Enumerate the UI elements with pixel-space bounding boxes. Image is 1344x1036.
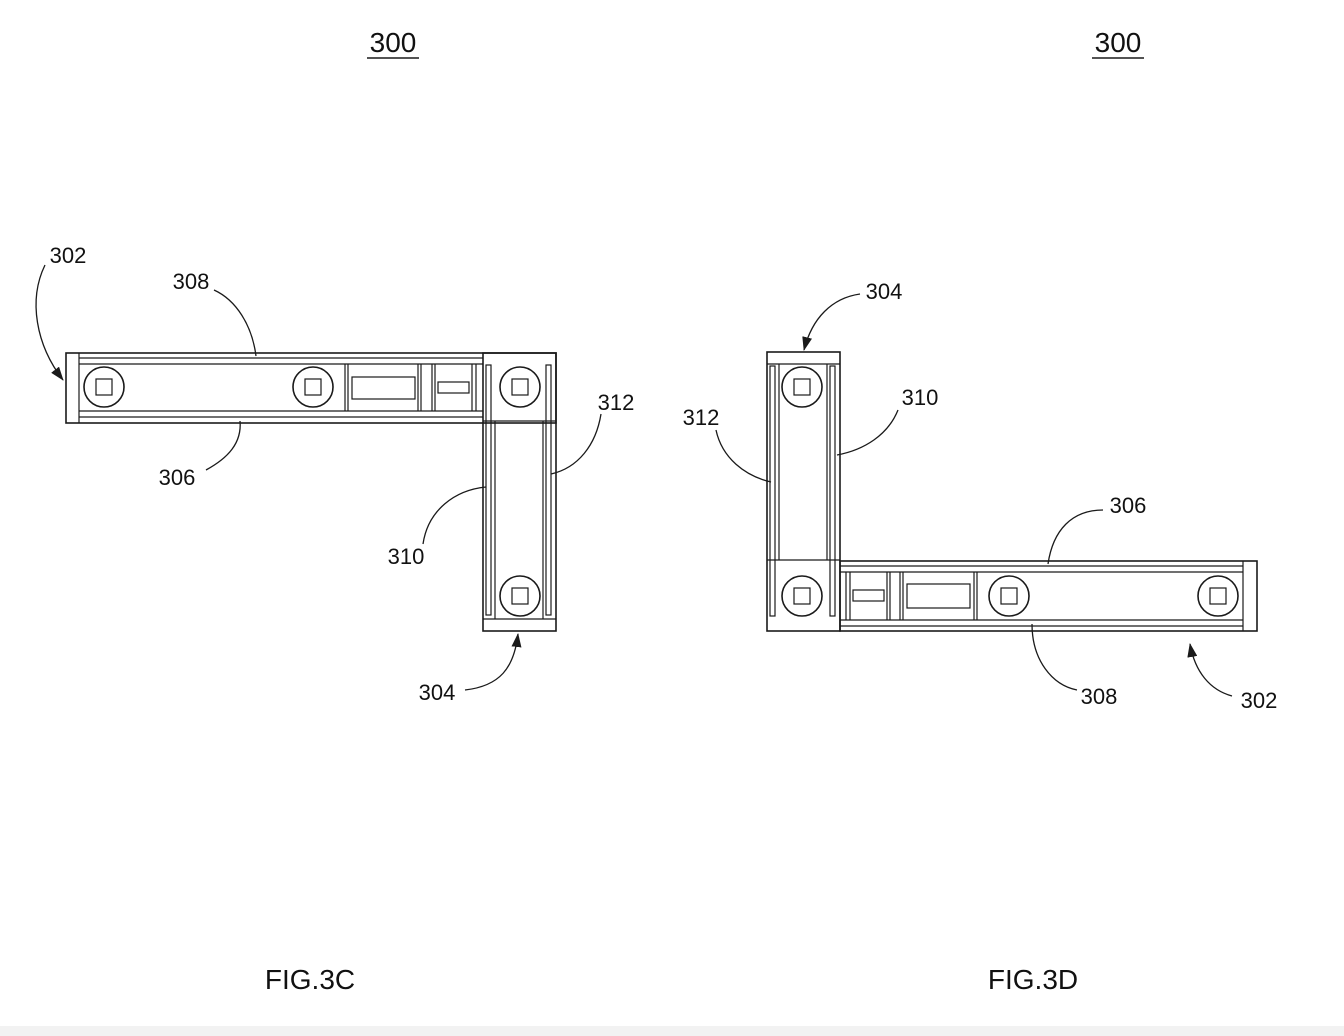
label-302: 302 [1241, 688, 1278, 713]
label-306: 306 [1110, 493, 1147, 518]
label-308: 308 [173, 269, 210, 294]
leader-306 [1047, 509, 1104, 565]
leader-306 [205, 420, 241, 471]
label-308: 308 [1081, 684, 1118, 709]
roller [499, 575, 541, 617]
figure-3d-title: 300 [1095, 27, 1142, 58]
label-306: 306 [159, 465, 196, 490]
leader-304 [464, 633, 522, 691]
label-312: 312 [683, 405, 720, 430]
figure-3d-caption: FIG.3D [988, 964, 1078, 995]
leader-308 [1031, 623, 1078, 691]
figure-3c-title: 300 [370, 27, 417, 58]
leader-302 [35, 264, 64, 381]
label-312: 312 [598, 390, 635, 415]
leader-310 [836, 409, 899, 456]
roller [499, 366, 541, 408]
leader-308 [213, 289, 257, 357]
page-bottom-edge [0, 1026, 1344, 1036]
roller [781, 575, 823, 617]
label-304: 304 [866, 279, 903, 304]
figure-3d: 300 [683, 27, 1278, 995]
roller [292, 366, 334, 408]
leader-312 [715, 429, 772, 483]
vertical-rail-assembly [766, 351, 841, 632]
figure-3c-caption: FIG.3C [265, 964, 355, 995]
leader-302 [1187, 643, 1233, 697]
horizontal-rail-assembly [839, 560, 1258, 632]
roller [781, 366, 823, 408]
figure-3c: 300 [35, 27, 635, 995]
horizontal-rail-assembly [65, 352, 557, 424]
leader-312 [550, 413, 602, 475]
leader-310 [422, 486, 487, 545]
roller [988, 575, 1030, 617]
roller [1197, 575, 1239, 617]
label-304: 304 [419, 680, 456, 705]
label-310: 310 [902, 385, 939, 410]
roller [83, 366, 125, 408]
label-310: 310 [388, 544, 425, 569]
vertical-rail-assembly [482, 352, 557, 632]
leader-304 [802, 293, 861, 351]
label-302: 302 [50, 243, 87, 268]
